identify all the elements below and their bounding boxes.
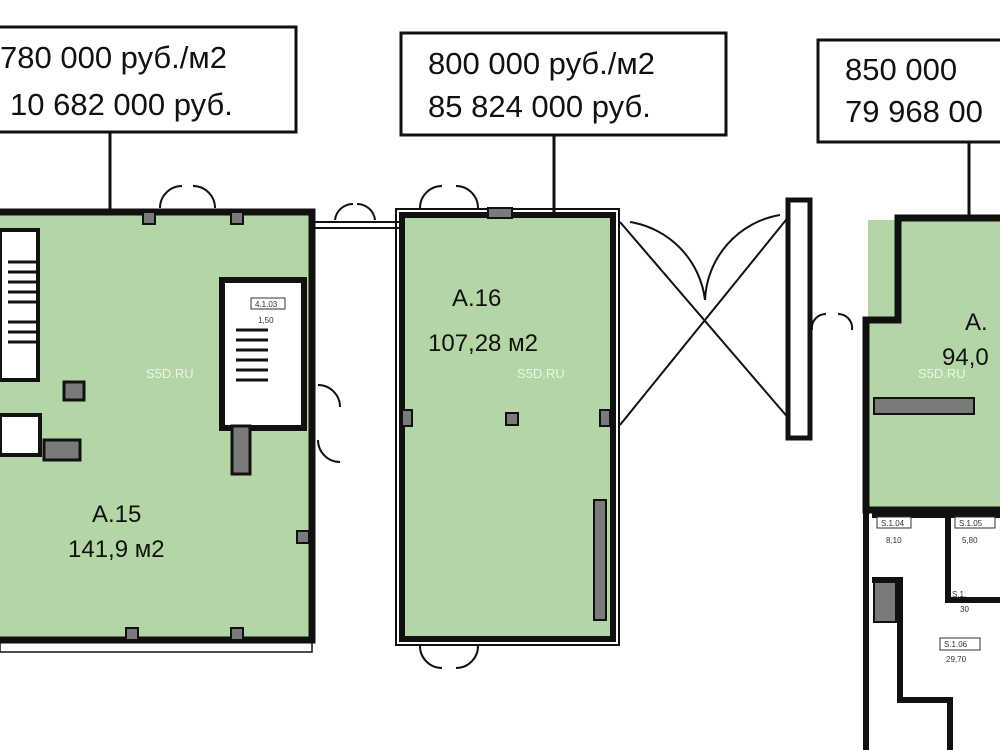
- total-price: 10 682 000 руб.: [10, 87, 233, 122]
- price-per-m2: 780 000 руб./м2: [0, 40, 227, 75]
- total-price: 79 968 00: [845, 94, 983, 129]
- room-id: А.16: [452, 285, 501, 312]
- room-area: 141,9 м2: [68, 536, 165, 563]
- small-room-id: S.1.04: [881, 519, 905, 528]
- small-room-area: 1,50: [258, 316, 274, 325]
- small-room-area: 5,80: [962, 536, 978, 545]
- small-room-id: 4.1.03: [255, 300, 278, 309]
- unit-a16[interactable]: [395, 185, 620, 670]
- room-area: 107,28 м2: [428, 330, 538, 357]
- total-price: 85 824 000 руб.: [428, 89, 651, 124]
- price-per-m2: 800 000 руб./м2: [428, 46, 655, 81]
- watermark: S5D.RU: [918, 366, 966, 381]
- small-room-area: 8,10: [886, 536, 902, 545]
- price-box-right: 850 000 79 968 00: [816, 38, 1000, 220]
- room-id: А.: [965, 309, 988, 336]
- price-box-a16: 800 000 руб./м2 85 824 000 руб.: [399, 31, 728, 216]
- room-area: 94,0: [942, 344, 989, 371]
- watermark: S5D.RU: [517, 366, 565, 381]
- price-per-m2: 850 000: [845, 52, 957, 87]
- room-id: А.15: [92, 501, 141, 528]
- small-room-area: 30: [960, 605, 969, 614]
- small-room-id: S.1.05: [959, 519, 983, 528]
- small-room-id: S.1.: [952, 590, 966, 599]
- price-box-a15: 780 000 руб./м2 10 682 000 руб.: [0, 25, 298, 214]
- double-door: [619, 197, 813, 441]
- watermark: S5D.RU: [146, 366, 194, 381]
- small-room-id: S.1.06: [944, 640, 968, 649]
- unit-right[interactable]: [810, 214, 1000, 750]
- small-room-area: 29,70: [946, 655, 967, 664]
- unit-a15[interactable]: [0, 185, 341, 653]
